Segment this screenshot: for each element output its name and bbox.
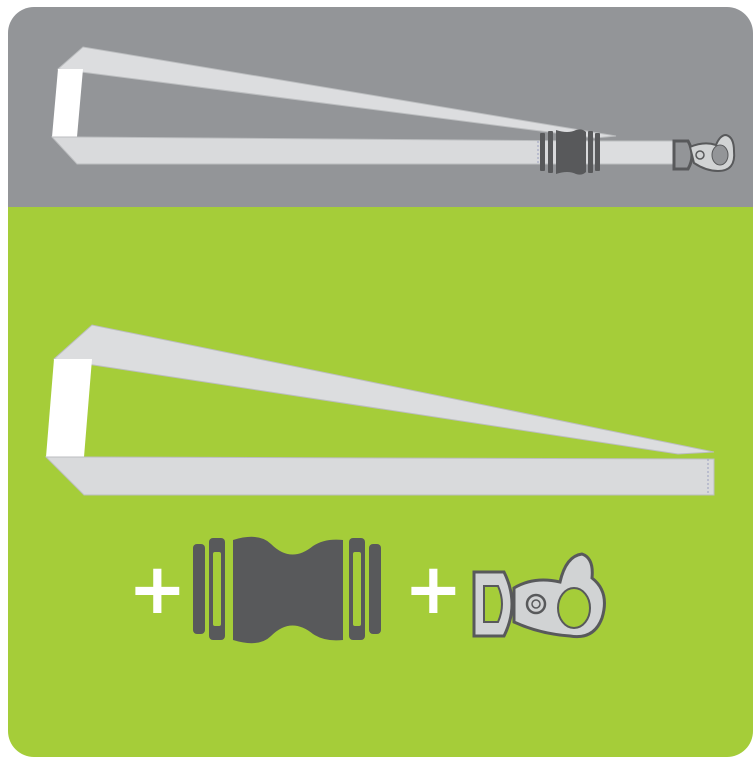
components-illustration (8, 207, 753, 757)
components-panel: + + (8, 207, 753, 757)
plus-icon: + (404, 554, 463, 624)
assembled-lanyard-illustration (8, 7, 753, 207)
product-card: + + (8, 7, 753, 757)
plus-icon: + (128, 554, 187, 624)
assembled-lanyard-panel (8, 7, 753, 207)
safety-buckle-icon (540, 129, 600, 174)
